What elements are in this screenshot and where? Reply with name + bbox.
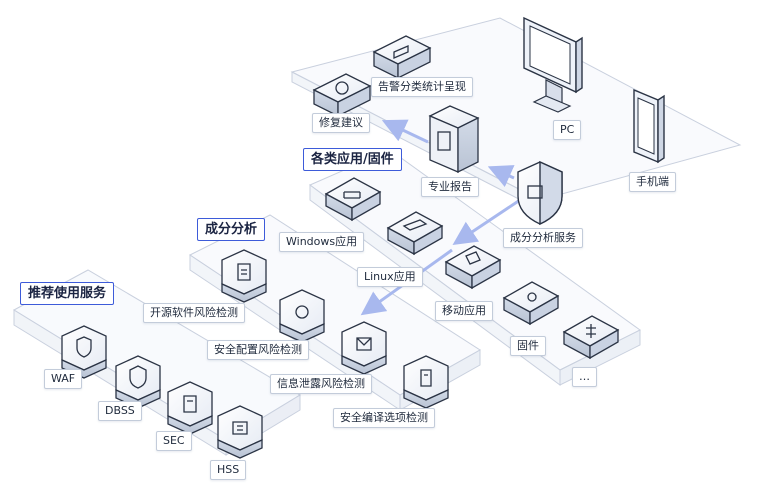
window-icon bbox=[527, 185, 543, 199]
phone-icon bbox=[465, 251, 481, 265]
node-pc bbox=[523, 16, 583, 113]
node-sec bbox=[167, 381, 213, 435]
node-compile-check bbox=[403, 355, 449, 409]
node-mobile bbox=[444, 245, 502, 290]
document-icon bbox=[356, 337, 372, 351]
cube-icon bbox=[586, 324, 596, 338]
node-stats bbox=[372, 35, 432, 80]
chart-icon bbox=[393, 45, 409, 59]
node-waf bbox=[61, 325, 107, 379]
label-mobile-client: 手机端 bbox=[629, 172, 676, 192]
node-oss-risk bbox=[221, 249, 267, 303]
label-leak-risk: 信息泄露风险检测 bbox=[270, 374, 372, 394]
document-icon bbox=[237, 263, 251, 281]
chip-icon bbox=[232, 421, 248, 435]
node-more bbox=[562, 315, 620, 360]
label-compile-check: 安全编译选项检测 bbox=[333, 408, 435, 428]
node-hss bbox=[217, 405, 263, 459]
label-dbss: DBSS bbox=[98, 401, 142, 421]
section-title-recommended: 推荐使用服务 bbox=[20, 282, 115, 305]
node-mobile-client bbox=[633, 88, 665, 164]
node-linux bbox=[386, 211, 444, 256]
document-icon bbox=[183, 395, 197, 413]
node-config-risk bbox=[279, 289, 325, 343]
document-icon bbox=[420, 369, 432, 387]
arrow-service-to-report bbox=[487, 165, 515, 188]
label-report: 专业报告 bbox=[421, 177, 479, 197]
arrow-report-to-fix bbox=[381, 119, 429, 144]
arrow-service-to-apps bbox=[452, 198, 521, 245]
label-pc: PC bbox=[553, 120, 582, 140]
node-fix bbox=[312, 73, 372, 118]
node-windows bbox=[324, 177, 382, 222]
section-title-apps: 各类应用/固件 bbox=[303, 148, 402, 171]
shield-icon bbox=[129, 365, 147, 389]
document-icon bbox=[437, 131, 451, 151]
label-more: … bbox=[572, 367, 597, 387]
label-windows: Windows应用 bbox=[279, 232, 365, 252]
window-icon bbox=[402, 219, 428, 231]
label-mobile: 移动应用 bbox=[435, 301, 493, 321]
phone-icon bbox=[637, 97, 655, 155]
window-icon bbox=[343, 191, 361, 199]
shield-icon bbox=[76, 336, 92, 358]
gear-icon bbox=[295, 305, 309, 319]
label-linux: Linux应用 bbox=[357, 267, 423, 287]
label-sec: SEC bbox=[156, 431, 192, 451]
label-service: 成分分析服务 bbox=[503, 228, 583, 248]
gear-icon bbox=[335, 81, 349, 95]
chip-icon bbox=[527, 292, 537, 302]
label-hss: HSS bbox=[210, 460, 247, 480]
label-oss-risk: 开源软件风险检测 bbox=[143, 303, 245, 323]
section-title-analysis: 成分分析 bbox=[197, 218, 266, 241]
label-config-risk: 安全配置风险检测 bbox=[207, 340, 309, 360]
node-report bbox=[428, 105, 480, 174]
node-leak-risk bbox=[341, 321, 387, 375]
label-firmware: 固件 bbox=[510, 336, 546, 356]
node-firmware bbox=[502, 281, 560, 326]
label-stats: 告警分类统计呈现 bbox=[371, 77, 473, 97]
node-service bbox=[517, 160, 563, 226]
label-fix: 修复建议 bbox=[312, 113, 370, 133]
label-waf: WAF bbox=[44, 369, 83, 389]
